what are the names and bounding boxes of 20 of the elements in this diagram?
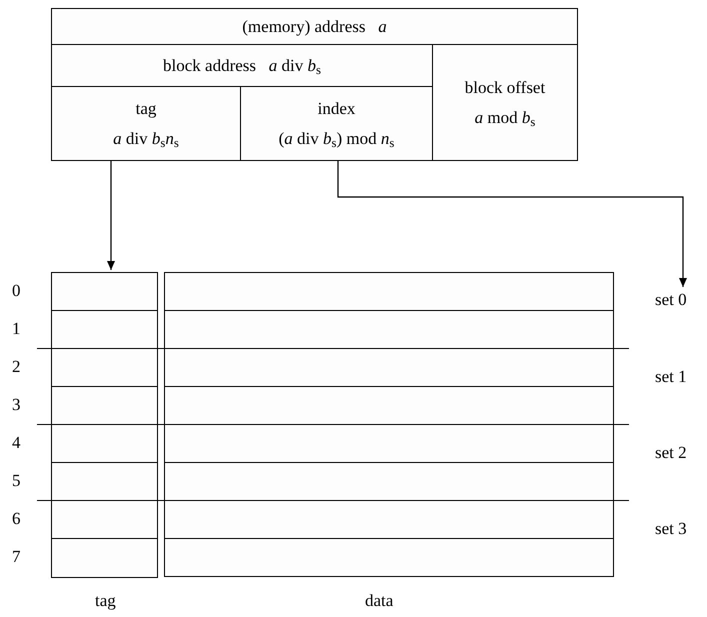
column-label: tag <box>95 590 116 612</box>
row-number: 0 <box>12 280 20 302</box>
tag-field-cell: tag a div b$_{s}$n$_{s}$ <box>51 86 241 161</box>
row-number: 3 <box>12 394 20 416</box>
set-label: set 3 <box>655 518 687 540</box>
arrow <box>107 161 115 270</box>
column-label: data <box>365 590 394 612</box>
arrow <box>337 161 687 287</box>
row-number: 6 <box>12 508 20 530</box>
row-number: 5 <box>12 470 20 492</box>
row-number: 4 <box>12 432 20 454</box>
tag-array <box>51 272 158 578</box>
address-cell: (memory) address a <box>51 8 578 45</box>
set-label: set 1 <box>655 366 687 388</box>
row-number: 7 <box>12 546 20 568</box>
set-label: set 0 <box>655 289 687 311</box>
set-label: set 2 <box>655 442 687 464</box>
block-offset-cell: block offset a mod b$_{s}$ <box>432 44 578 161</box>
row-number: 1 <box>12 318 20 340</box>
row-number: 2 <box>12 356 20 378</box>
